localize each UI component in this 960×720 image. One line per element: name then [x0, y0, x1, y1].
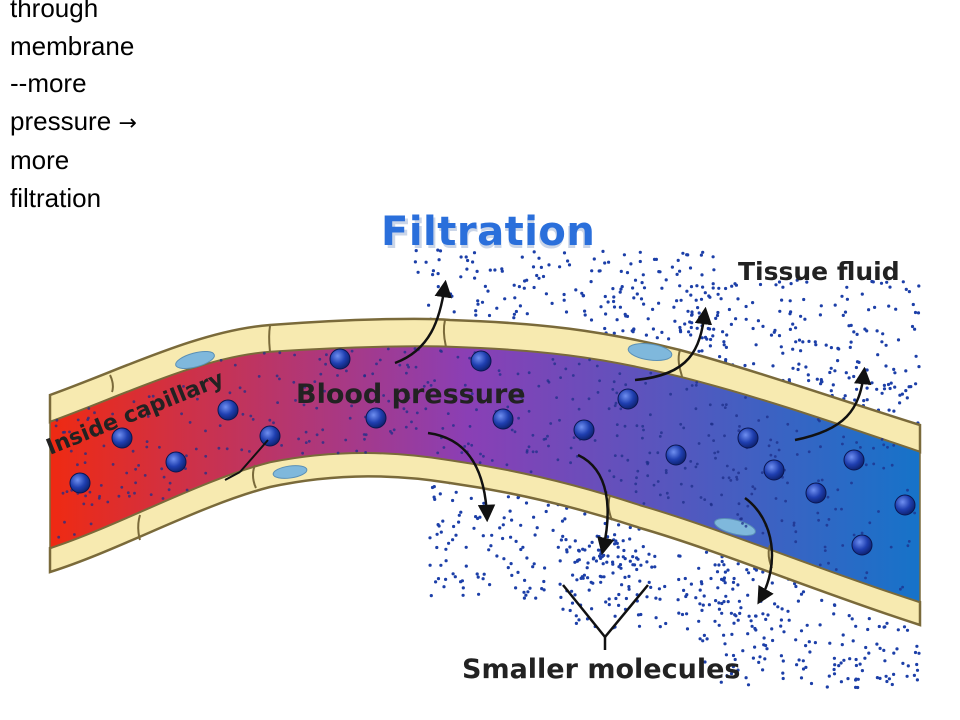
smaller-molecules-pointer [562, 584, 649, 650]
molecules [69, 348, 916, 556]
molecule-icon [737, 427, 759, 449]
molecule-icon [851, 534, 873, 556]
arrow-icon [634, 306, 713, 382]
text-line-more: --more [10, 68, 87, 98]
text-line-pressure: pressure → [10, 103, 137, 143]
molecule-icon [617, 388, 639, 410]
blood-pressure-label: Blood pressure [296, 379, 526, 410]
pressure-word: pressure [10, 105, 112, 136]
molecule-icon [763, 459, 785, 481]
molecule-icon [470, 350, 492, 372]
molecule-icon [259, 425, 281, 447]
text-line-through: through [10, 0, 99, 23]
molecule-icon [894, 494, 916, 516]
endothelial-cell-icon [175, 343, 756, 536]
arrow-icon [427, 431, 496, 523]
filtration-svg: Filtration Filtration Tissue fluid Blood… [43, 209, 922, 690]
filtration-diagram: Filtration Filtration Tissue fluid Blood… [0, 200, 960, 700]
text-line-membrane: membrane [10, 30, 135, 61]
molecule-icon [329, 348, 351, 370]
slide-text-block: through membrane --more pressure → more … [10, 0, 137, 217]
diagram-title: Filtration [381, 209, 595, 255]
filtration-arrows [394, 279, 872, 605]
molecule-icon [805, 482, 827, 504]
tissue-fluid-label: Tissue fluid [738, 257, 900, 286]
molecule-icon [69, 472, 91, 494]
molecule-icon [492, 408, 514, 430]
inside-capillary-pointer [224, 439, 269, 481]
molecule-icon [573, 419, 595, 441]
molecule-icon [665, 444, 687, 466]
right-arrow-icon: → [118, 110, 137, 136]
arrow-icon [744, 496, 774, 605]
molecule-icon [111, 427, 133, 449]
molecule-icon [165, 451, 187, 473]
molecule-icon [365, 407, 387, 429]
title-shadow: Filtration [384, 212, 593, 258]
arrow-icon [577, 453, 615, 556]
molecule-icon [843, 449, 865, 471]
blood-lumen [49, 345, 921, 604]
molecule-icon [217, 399, 239, 421]
text-line-more-2: more [10, 145, 70, 175]
smaller-molecules-label: Smaller molecules [462, 654, 740, 685]
arrow-icon [794, 366, 872, 442]
arrow-icon [394, 279, 452, 365]
text-line-filtration: filtration [10, 182, 102, 213]
